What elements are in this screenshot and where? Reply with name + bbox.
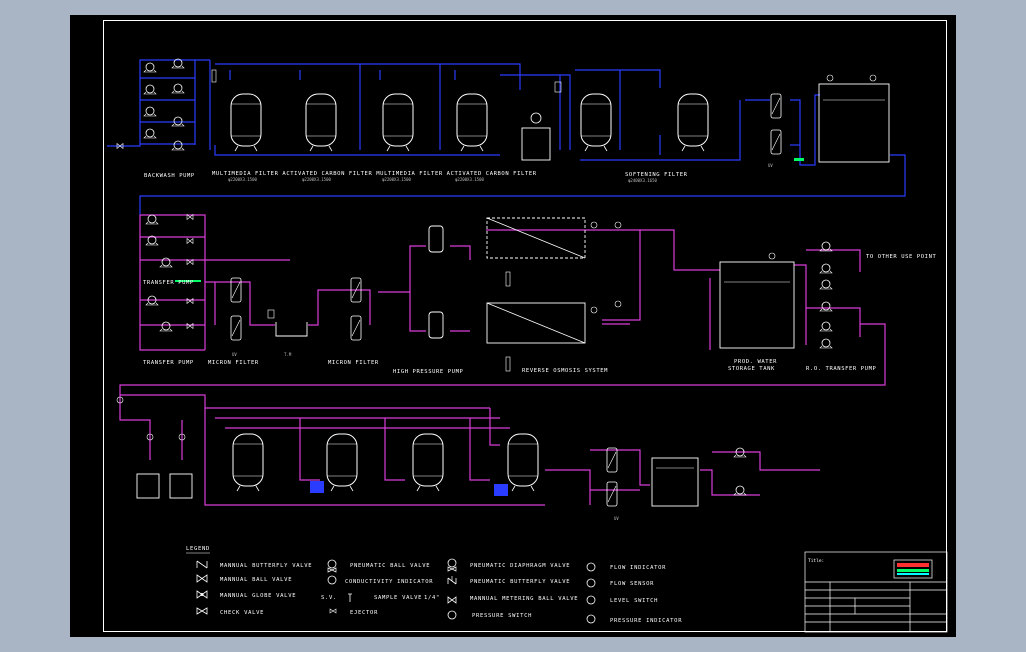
softening-size: φ2400X3.1650 bbox=[628, 178, 657, 183]
drawing-sheet bbox=[70, 15, 956, 637]
middle-labels: TO OTHER USE POINT TRANSFER PUMP TRANSFE… bbox=[143, 254, 936, 375]
ball-valve-icon bbox=[196, 574, 208, 583]
middle-section bbox=[119, 214, 886, 408]
filter-size-4: φ2200X3.1500 bbox=[455, 177, 484, 182]
middle-equipment bbox=[145, 214, 833, 372]
pneumatic-ball-valve-icon bbox=[327, 559, 337, 573]
legend-item-10: MANNUAL METERING BALL VALVE bbox=[470, 596, 578, 602]
softening-filter-label: SOFTENING FILTER bbox=[625, 172, 688, 178]
filters-row-label: MULTIMEDIA FILTER ACTIVATED CARBON FILTE… bbox=[212, 171, 537, 177]
legend-title: LEGEND bbox=[186, 546, 210, 552]
uv-label-1: UV bbox=[232, 352, 237, 357]
filter-size-3: φ2200X3.1500 bbox=[382, 177, 411, 182]
top-section bbox=[107, 59, 906, 215]
legend-item-2: MANNUAL GLOBE VALVE bbox=[220, 593, 296, 599]
pneumatic-diaphragm-valve-icon bbox=[447, 558, 457, 572]
legend: LEGEND MANNUAL BUTTERFLY VALVE MANNUAL B… bbox=[186, 546, 682, 624]
company-logo bbox=[897, 563, 929, 575]
butterfly-valve-icon bbox=[196, 560, 208, 569]
uv-label-3: UV bbox=[614, 516, 619, 521]
drawing-border bbox=[103, 20, 947, 632]
filter-size-2: φ2200X3.1500 bbox=[302, 177, 331, 182]
legend-item-9: PNEUMATIC BUTTERFLY VALVE bbox=[470, 579, 570, 585]
legend-item-13: FLOW SENSOR bbox=[610, 581, 654, 587]
flow-indicator-icon bbox=[586, 562, 596, 572]
filter-size-1: φ2200X3.1500 bbox=[228, 177, 257, 182]
legend-item-8: PNEUMATIC DIAPHRAGM VALVE bbox=[470, 563, 570, 569]
reverse-osmosis-system-label: REVERSE OSMOSIS SYSTEM bbox=[522, 368, 608, 374]
check-valve-icon bbox=[196, 607, 208, 615]
backwash-pump-label: BACKWASH PUMP bbox=[144, 173, 195, 179]
legend-item-1: MANNUAL BALL VALVE bbox=[220, 577, 292, 583]
top-equipment bbox=[116, 58, 890, 163]
level-switch-icon bbox=[586, 595, 596, 605]
ro-transfer-pump-label: R.O. TRANSFER PUMP bbox=[806, 366, 876, 372]
title-block-label: Title: bbox=[808, 558, 824, 564]
sample-valve-icon bbox=[329, 608, 337, 614]
high-pressure-pump-label: HIGH PRESSURE PUMP bbox=[393, 369, 463, 375]
legend-item-3: CHECK VALVE bbox=[220, 610, 264, 616]
legend-item-5: CONDUCTIVITY INDICATOR bbox=[345, 579, 433, 585]
legend-item-4: PNEUMATIC BALL VALVE bbox=[350, 563, 430, 569]
micron-filter-label-2: MICRON FILTER bbox=[328, 360, 379, 366]
ejector-icon bbox=[348, 593, 352, 602]
legend-item-15: PRESSURE INDICATOR bbox=[610, 618, 682, 624]
uv-label-top: UV bbox=[768, 163, 773, 168]
legend-item-0: MANNUAL BUTTERFLY VALVE bbox=[220, 563, 312, 569]
transfer-pump-label-2: TRANSFER PUMP bbox=[143, 360, 194, 366]
legend-item-11: PRESSURE SWITCH bbox=[472, 613, 532, 619]
bottom-equipment bbox=[116, 396, 747, 507]
top-labels: BACKWASH PUMP MULTIMEDIA FILTER ACTIVATE… bbox=[144, 163, 773, 183]
sv-suffix: 1/4" bbox=[424, 595, 440, 601]
globe-valve-icon bbox=[196, 590, 208, 599]
bottom-section bbox=[119, 394, 820, 506]
to-other-use-point-label: TO OTHER USE POINT bbox=[866, 254, 936, 260]
legend-item-12: FLOW INDICATOR bbox=[610, 565, 666, 571]
storage-tank-label: STORAGE TANK bbox=[728, 366, 775, 372]
sv-code: S.V. bbox=[321, 595, 337, 601]
bottom-labels: UV bbox=[614, 516, 619, 521]
legend-item-7: EJECTOR bbox=[350, 610, 378, 616]
title-block bbox=[804, 551, 948, 633]
metering-ball-valve-icon bbox=[447, 596, 457, 604]
flow-sensor-icon bbox=[586, 578, 596, 588]
legend-item-6: SAMPLE VALVE bbox=[374, 595, 422, 601]
pressure-switch-icon bbox=[447, 610, 457, 620]
title-block-content: Title: bbox=[808, 558, 929, 575]
transfer-pump-label-1: TRANSFER PUMP bbox=[143, 280, 194, 286]
micron-filter-label-1: MICRON FILTER bbox=[208, 360, 259, 366]
pressure-indicator-icon bbox=[586, 614, 596, 624]
pneumatic-butterfly-valve-icon bbox=[447, 576, 457, 585]
tm-label: T.M bbox=[284, 352, 292, 357]
conductivity-indicator-icon bbox=[327, 575, 337, 585]
legend-item-14: LEVEL SWITCH bbox=[610, 598, 658, 604]
prod-water-label: PROD. WATER bbox=[734, 359, 777, 365]
